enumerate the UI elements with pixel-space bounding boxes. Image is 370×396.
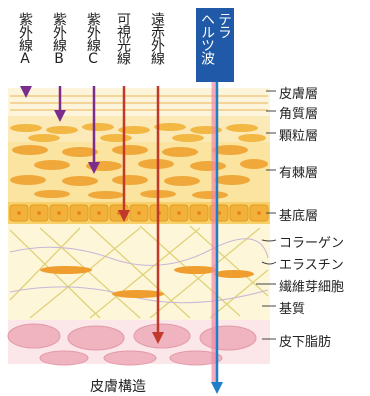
layer-label-spinous: 有棘層 xyxy=(279,166,319,181)
far-infrared-arrowhead xyxy=(152,332,164,344)
uva-arrowhead xyxy=(20,86,32,98)
layer-label-granular: 顆粒層 xyxy=(279,129,319,144)
visible-light-ray xyxy=(118,86,130,222)
epidermis-top-layer xyxy=(8,88,270,116)
uvc-label: 紫外線C xyxy=(85,12,101,66)
layer-label-matrix: 基質 xyxy=(279,302,306,317)
terahertz-ray xyxy=(211,82,223,394)
terahertz-arrowhead xyxy=(211,382,223,394)
layer-label-subcutaneous: 皮下脂肪 xyxy=(279,335,332,350)
uvc-arrowhead xyxy=(88,162,100,174)
diagram-caption: 皮膚構造 xyxy=(90,379,146,395)
far-infrared-ray xyxy=(152,86,164,344)
terahertz-label-box: テラ ヘルツ波 xyxy=(196,8,234,82)
horny-lines xyxy=(10,95,268,111)
fibroblasts xyxy=(40,266,254,298)
uvb-ray xyxy=(54,86,66,122)
uvb-label: 紫外線B xyxy=(51,12,67,66)
basal-nuclei xyxy=(17,211,261,215)
layer-label-fibroblast: 繊維芽細胞 xyxy=(279,280,345,295)
uva-ray xyxy=(20,86,32,98)
visible-light-arrowhead xyxy=(118,210,130,222)
layer-label-basal: 基底層 xyxy=(279,209,319,224)
far-infrared-label: 遠赤外線 xyxy=(149,12,165,64)
leader-lines xyxy=(256,90,277,340)
uva-label: 紫外線A xyxy=(17,12,33,66)
uvb-arrowhead xyxy=(54,110,66,122)
terahertz-label-line2: ヘルツ波 xyxy=(199,12,215,64)
visible-light-label: 可視光線 xyxy=(115,12,131,64)
layer-label-skin: 皮膚層 xyxy=(279,87,319,102)
layer-label-horny: 角質層 xyxy=(279,107,319,122)
layer-label-collagen: コラーゲン xyxy=(279,236,345,251)
terahertz-label-line1: テラ xyxy=(216,12,232,38)
spinous-cells xyxy=(10,145,268,199)
uvc-ray xyxy=(88,86,100,174)
layer-label-elastin: エラスチン xyxy=(279,258,344,273)
